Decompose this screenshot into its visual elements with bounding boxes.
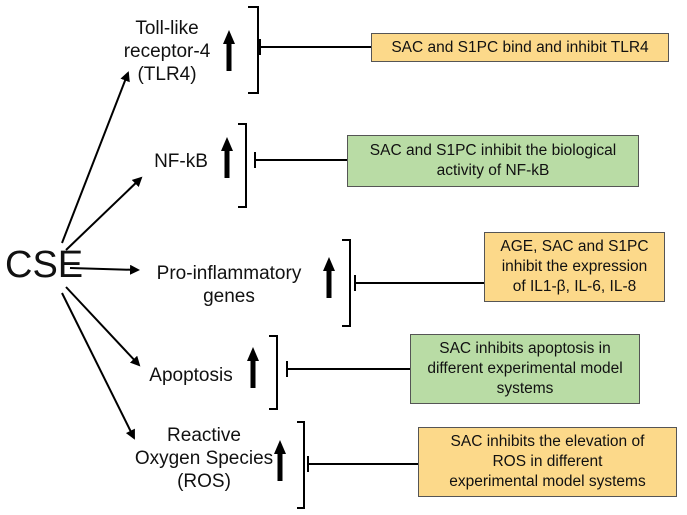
effect-line: SAC inhibits apoptosis in	[439, 340, 611, 357]
effect-line: different experimental model	[427, 360, 623, 377]
effect-line: systems	[496, 380, 554, 397]
effect-line: activity of NF-kB	[436, 162, 550, 179]
cse-arrow-proinflammatory	[69, 264, 140, 275]
label-line: genes	[203, 286, 255, 307]
effect-line: SAC and S1PC bind and inhibit TLR4	[391, 38, 649, 56]
label-line: (ROS)	[177, 471, 231, 492]
target-label-tlr4: Toll-like receptor-4 (TLR4)	[118, 17, 216, 86]
bracket-tlr4	[248, 6, 259, 94]
effect-line: of IL1-β, IL-6, IL-8	[512, 278, 637, 295]
effect-line: SAC and S1PC inhibit the biological	[369, 142, 617, 159]
label-line: Oxygen Species	[134, 448, 274, 469]
label-line: (TLR4)	[137, 64, 197, 85]
label-line: Pro-inflammatory	[156, 263, 302, 284]
effect-line: AGE, SAC and S1PC	[500, 238, 649, 255]
effect-line: SAC inhibits the elevation of	[450, 433, 645, 450]
effect-line: inhibit the expression	[501, 258, 648, 275]
effect-box-tlr4: SAC and S1PC bind and inhibit TLR4	[371, 33, 669, 62]
label-line: receptor-4	[123, 41, 211, 62]
effect-box-ros: SAC inhibits the elevation of ROS in dif…	[418, 427, 677, 497]
cse-arrow-ros	[61, 292, 135, 440]
bracket-apoptosis	[269, 335, 278, 410]
cse-arrow-tlr4	[61, 71, 130, 244]
source-label-cse: CSE	[5, 244, 84, 286]
label-line: Toll-like	[135, 18, 199, 39]
cse-arrow-apoptosis	[65, 286, 141, 367]
target-label-nfkb: NF-kB	[146, 150, 216, 173]
target-label-proinflammatory: Pro-inflammatory genes	[144, 262, 314, 308]
bracket-nfkb	[238, 123, 247, 208]
effect-box-proinflammatory: AGE, SAC and S1PC inhibit the expression…	[484, 232, 665, 302]
cse-arrow-nfkb	[65, 176, 143, 251]
effect-line: experimental model systems	[449, 473, 646, 490]
label-line: Reactive	[167, 425, 241, 446]
effect-line: ROS in different	[492, 453, 603, 470]
bracket-proinflammatory	[342, 239, 351, 327]
label-line: Apoptosis	[149, 365, 233, 386]
bracket-ros	[297, 421, 305, 509]
target-label-ros: Reactive Oxygen Species (ROS)	[134, 424, 274, 493]
target-label-apoptosis: Apoptosis	[140, 364, 242, 387]
effect-box-apoptosis: SAC inhibits apoptosis in different expe…	[410, 334, 640, 404]
effect-box-nfkb: SAC and S1PC inhibit the biological acti…	[347, 135, 639, 187]
label-line: NF-kB	[154, 151, 208, 172]
